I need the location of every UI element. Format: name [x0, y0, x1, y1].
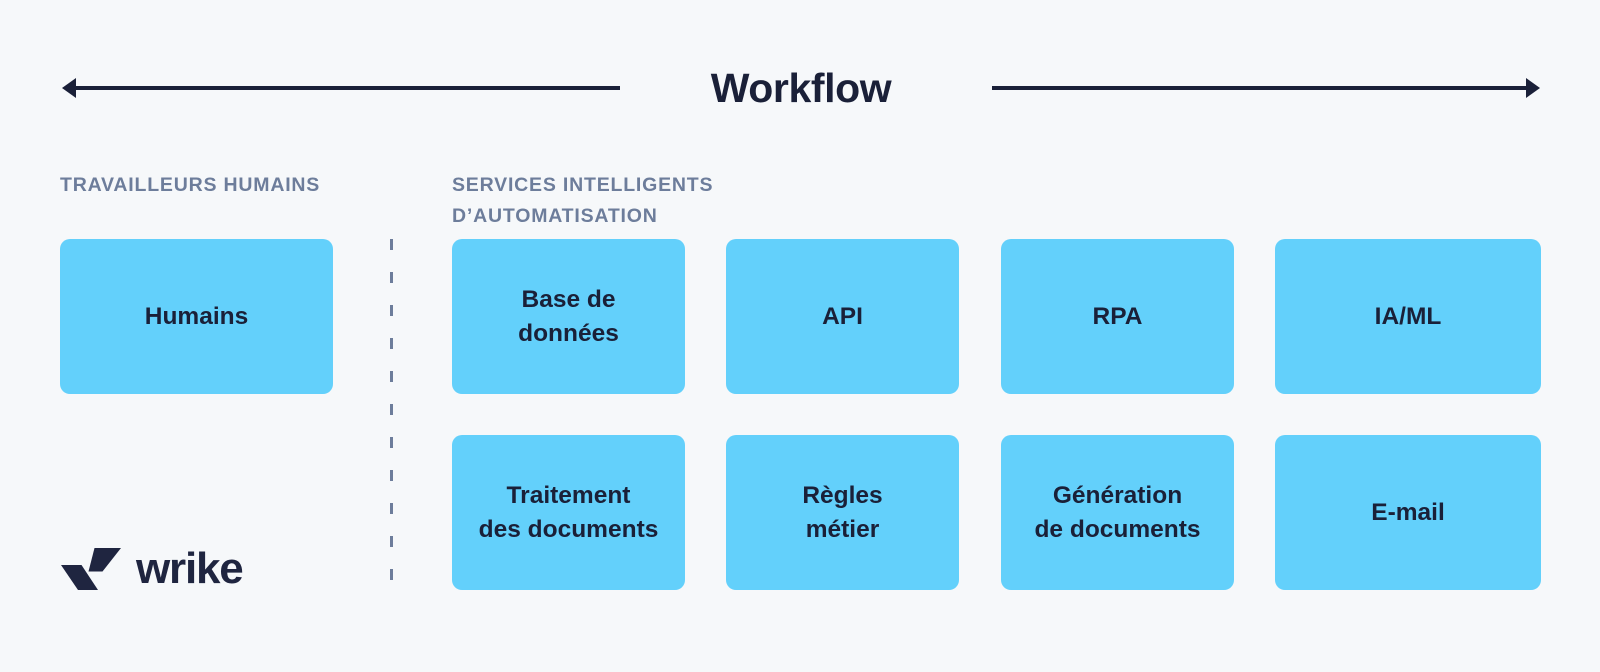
card-humans[interactable]: Humains	[60, 239, 333, 394]
card-ia-ml[interactable]: IA/ML	[1275, 239, 1541, 394]
wrike-logo: wrike	[60, 544, 244, 593]
card-email[interactable]: E-mail	[1275, 435, 1541, 590]
page-title: Workflow	[676, 67, 926, 109]
arrow-head-right-icon	[1526, 78, 1540, 98]
card-regles-metier[interactable]: Règles métier	[726, 435, 959, 590]
card-label: E-mail	[1371, 498, 1445, 526]
card-label: Génération de documents	[1034, 482, 1201, 543]
card-label: Traitement des documents	[478, 482, 659, 543]
column-heading-human-workers: TRAVAILLEURS HUMAINS	[60, 174, 321, 196]
card-label: Base de données	[518, 286, 619, 347]
card-label: API	[822, 302, 863, 330]
column-heading-automation-services: SERVICES INTELLIGENTS D’AUTOMATISATION	[452, 174, 714, 228]
vertical-dashed-divider	[390, 239, 393, 601]
arrow-line-left	[72, 86, 620, 90]
workflow-header: Workflow	[62, 52, 1540, 124]
card-label: IA/ML	[1374, 302, 1442, 330]
arrow-head-left-icon	[62, 78, 76, 98]
wrike-checkmark-icon	[61, 548, 121, 590]
card-label: RPA	[1092, 302, 1143, 330]
wrike-wordmark: wrike	[136, 544, 244, 593]
card-rpa[interactable]: RPA	[1001, 239, 1234, 394]
card-base-de-donnees[interactable]: Base de données	[452, 239, 685, 394]
card-api[interactable]: API	[726, 239, 959, 394]
card-generation-de-documents[interactable]: Génération de documents	[1001, 435, 1234, 590]
arrow-line-right	[992, 86, 1530, 90]
card-traitement-des-documents[interactable]: Traitement des documents	[452, 435, 685, 590]
card-label: Humains	[144, 302, 249, 330]
card-label: Règles métier	[802, 482, 883, 543]
